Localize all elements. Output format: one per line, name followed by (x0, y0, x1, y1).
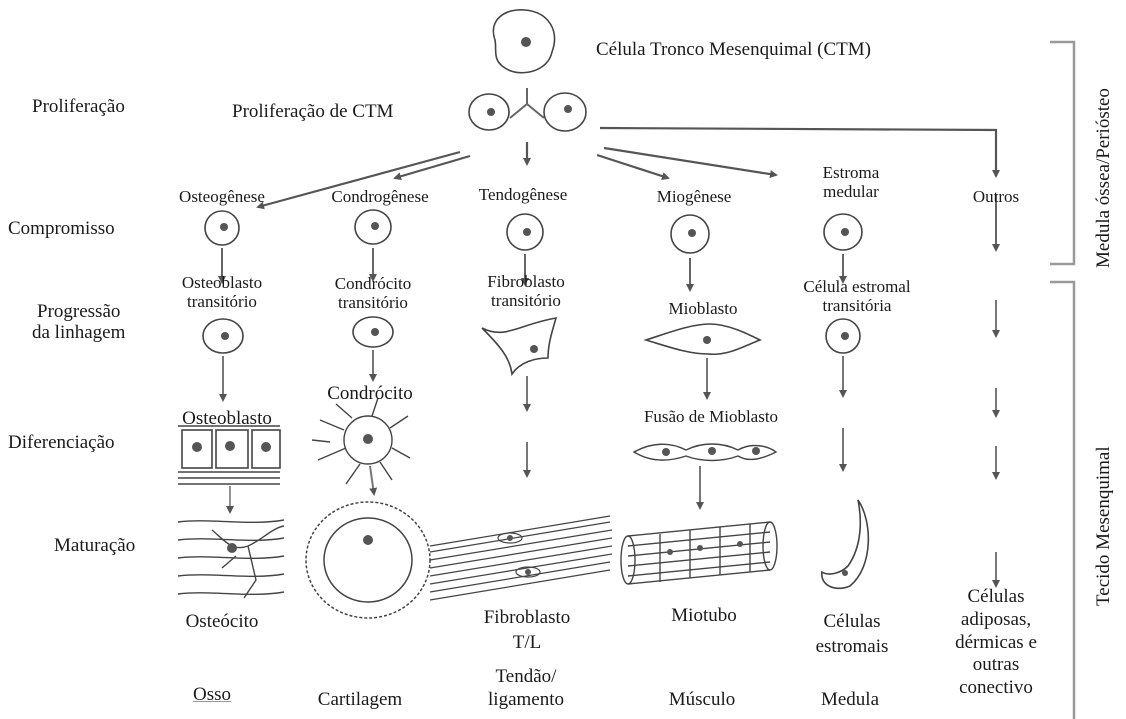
side-label-medula: Medula óssea/Periósteo (1093, 88, 1115, 268)
tissue-cartilagem: Cartilagem (318, 690, 402, 709)
commit-outros: Outros (973, 188, 1019, 205)
stem-cell-icon (493, 10, 554, 73)
stromal-cell (822, 500, 869, 588)
mature-outros: Células adiposas, dérmicas e outras cone… (955, 586, 1037, 700)
progression-cells (203, 317, 860, 374)
side-brackets (1050, 42, 1074, 719)
tendon-fibers (430, 516, 612, 600)
commitment-cells (205, 210, 862, 253)
commit-miogenese: Miogênese (657, 188, 732, 205)
osteoblast-cells (178, 426, 280, 512)
tissue-medula: Medula (821, 690, 879, 709)
tissue-osso: Osso (193, 685, 231, 704)
myotube (621, 522, 777, 584)
side-label-tecido: Tecido Mesenquimal (1093, 446, 1115, 606)
cartilage-cell (306, 502, 430, 618)
differentiation-arrows (223, 300, 996, 586)
mature-osteocito: Osteócito (186, 612, 259, 631)
commit-osteogenese: Osteogênese (179, 188, 265, 205)
tissue-musculo: Músculo (669, 690, 736, 709)
stem-cell-title: Célula Tronco Mesenquimal (CTM) (596, 40, 871, 59)
stage-compromisso: Compromisso (8, 219, 115, 238)
diff-fusao-mioblasto: Fusão de Mioblasto (644, 408, 778, 425)
chondrocyte-cell (312, 398, 410, 494)
commit-estroma: Estroma medular (823, 164, 880, 201)
proliferating-cells-icon (469, 88, 586, 131)
progenitor-mioblasto: Mioblasto (669, 300, 738, 317)
diff-osteoblasto: Osteoblasto (182, 409, 272, 428)
mature-fibroblasto: Fibroblasto T/L (484, 606, 571, 655)
commit-condrogenese: Condrogênese (331, 188, 428, 205)
stage-maturacao: Maturação (54, 536, 135, 555)
stage-proliferacao: Proliferação (32, 97, 125, 116)
osteocyte-cell (178, 520, 284, 598)
mature-miotubo: Miotubo (671, 606, 736, 625)
progenitor-fibroblasto: Fibroblasto transitório (487, 273, 564, 310)
stage-progressao: Progressão da linhagem (32, 302, 125, 344)
progenitor-osteoblasto: Osteoblasto transitório (182, 274, 262, 311)
diff-condrocito: Condrócito (327, 384, 413, 403)
stage-diferenciacao: Diferenciação (8, 433, 115, 452)
myoblast-fusion-cells (634, 444, 776, 508)
mature-estromais: Células estromais (816, 610, 889, 659)
tissue-tendao: Tendão/ ligamento (488, 666, 564, 712)
progenitor-estromal: Célula estromal transitória (803, 278, 910, 315)
commit-tendogenese: Tendogênese (479, 186, 568, 203)
proliferation-label: Proliferação de CTM (232, 102, 393, 121)
progenitor-condrocito: Condrócito transitório (335, 275, 412, 312)
